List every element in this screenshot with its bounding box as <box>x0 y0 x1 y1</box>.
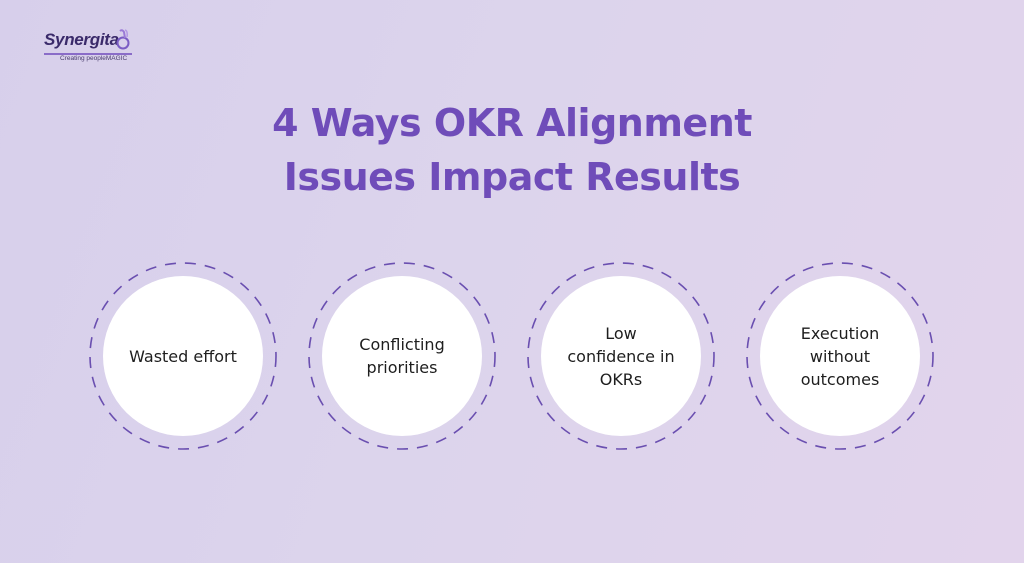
item-circle-execution-without-outcomes: Execution without outcomes <box>745 261 935 451</box>
title-line-2: Issues Impact Results <box>283 155 741 199</box>
logo-wordmark: Synergita <box>44 30 119 49</box>
dashed-ring-icon <box>746 262 934 450</box>
dashed-ring-icon <box>527 262 715 450</box>
dashed-ring-icon <box>89 262 277 450</box>
logo-hand-icon <box>116 29 130 50</box>
item-label: Conflicting priorities <box>359 335 445 377</box>
logo-tagline: Creating peopleMAGIC <box>60 55 128 62</box>
logo-divider <box>44 53 132 55</box>
item-circle-conflicting-priorities: Conflicting priorities <box>307 261 497 451</box>
title-line-1: 4 Ways OKR Alignment <box>272 101 752 145</box>
item-label: Low confidence in OKRs <box>567 323 675 389</box>
dashed-ring-icon <box>308 262 496 450</box>
item-circle-low-confidence: Low confidence in OKRs <box>526 261 716 451</box>
synergita-logo: Synergita Creating peopleMAGIC <box>40 24 140 66</box>
item-label: Execution without outcomes <box>800 323 880 389</box>
page-title: 4 Ways OKR Alignment Issues Impact Resul… <box>0 96 1024 204</box>
item-label: Wasted effort <box>129 346 237 366</box>
item-circle-wasted-effort: Wasted effort <box>88 261 278 451</box>
